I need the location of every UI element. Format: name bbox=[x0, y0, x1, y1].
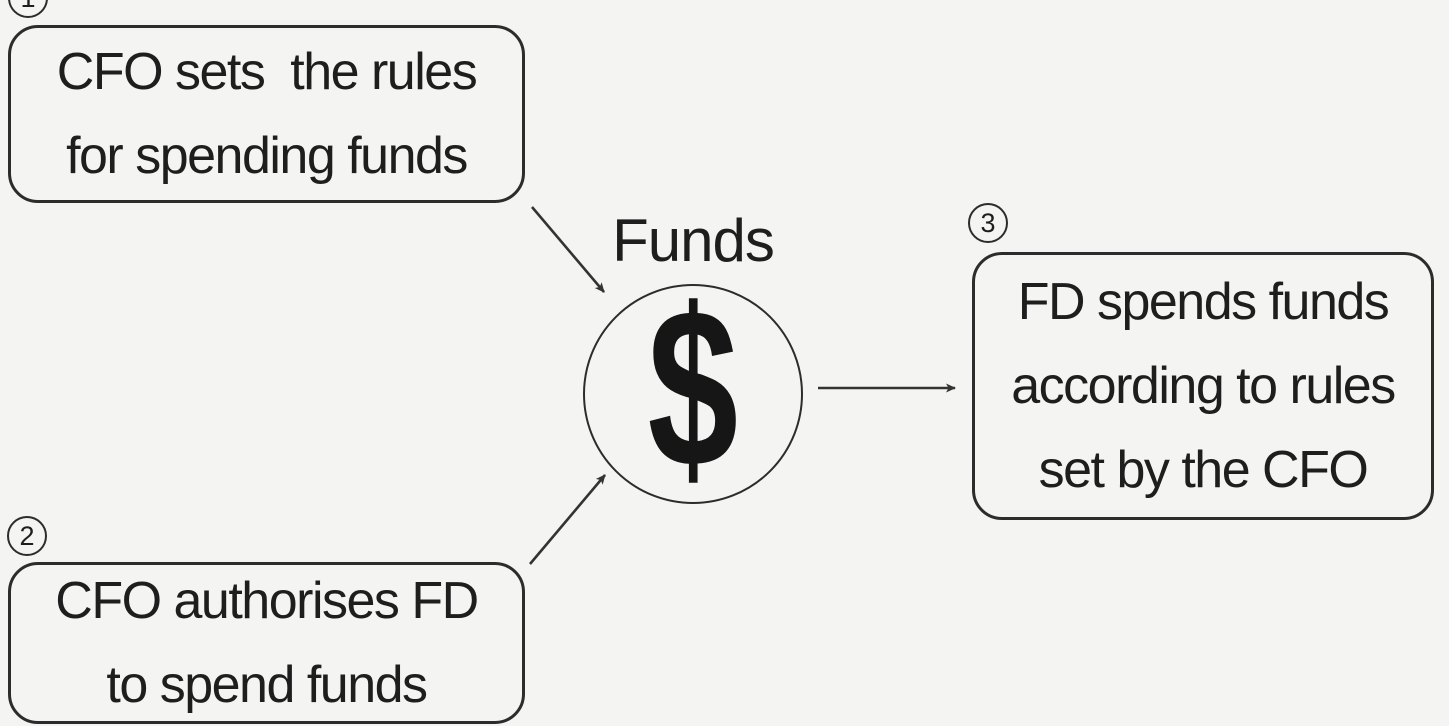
step-3-text: FD spends funds according to rules set b… bbox=[1011, 273, 1396, 499]
step-1-box: CFO sets the rules for spending funds bbox=[8, 25, 525, 203]
step-2-number-badge: 2 bbox=[7, 516, 47, 556]
step-3-number-badge: 3 bbox=[968, 203, 1008, 243]
funds-node-circle: $ bbox=[583, 275, 803, 504]
dollar-sign-icon: $ bbox=[647, 261, 739, 514]
arrow-step1-to-funds bbox=[531, 206, 605, 293]
step-2-box: CFO authorises FD to spend funds bbox=[8, 562, 525, 724]
step-1-text: CFO sets the rules for spending funds bbox=[56, 43, 478, 185]
arrow-step2-to-funds bbox=[529, 474, 606, 565]
funds-node-label: Funds bbox=[612, 207, 775, 274]
step-3-number: 3 bbox=[980, 207, 996, 238]
step-2-text: CFO authorises FD to spend funds bbox=[55, 572, 479, 714]
step-1-number: 1 bbox=[20, 0, 35, 14]
step-2-number: 2 bbox=[19, 520, 35, 551]
step-3-box: FD spends funds according to rules set b… bbox=[972, 252, 1434, 520]
